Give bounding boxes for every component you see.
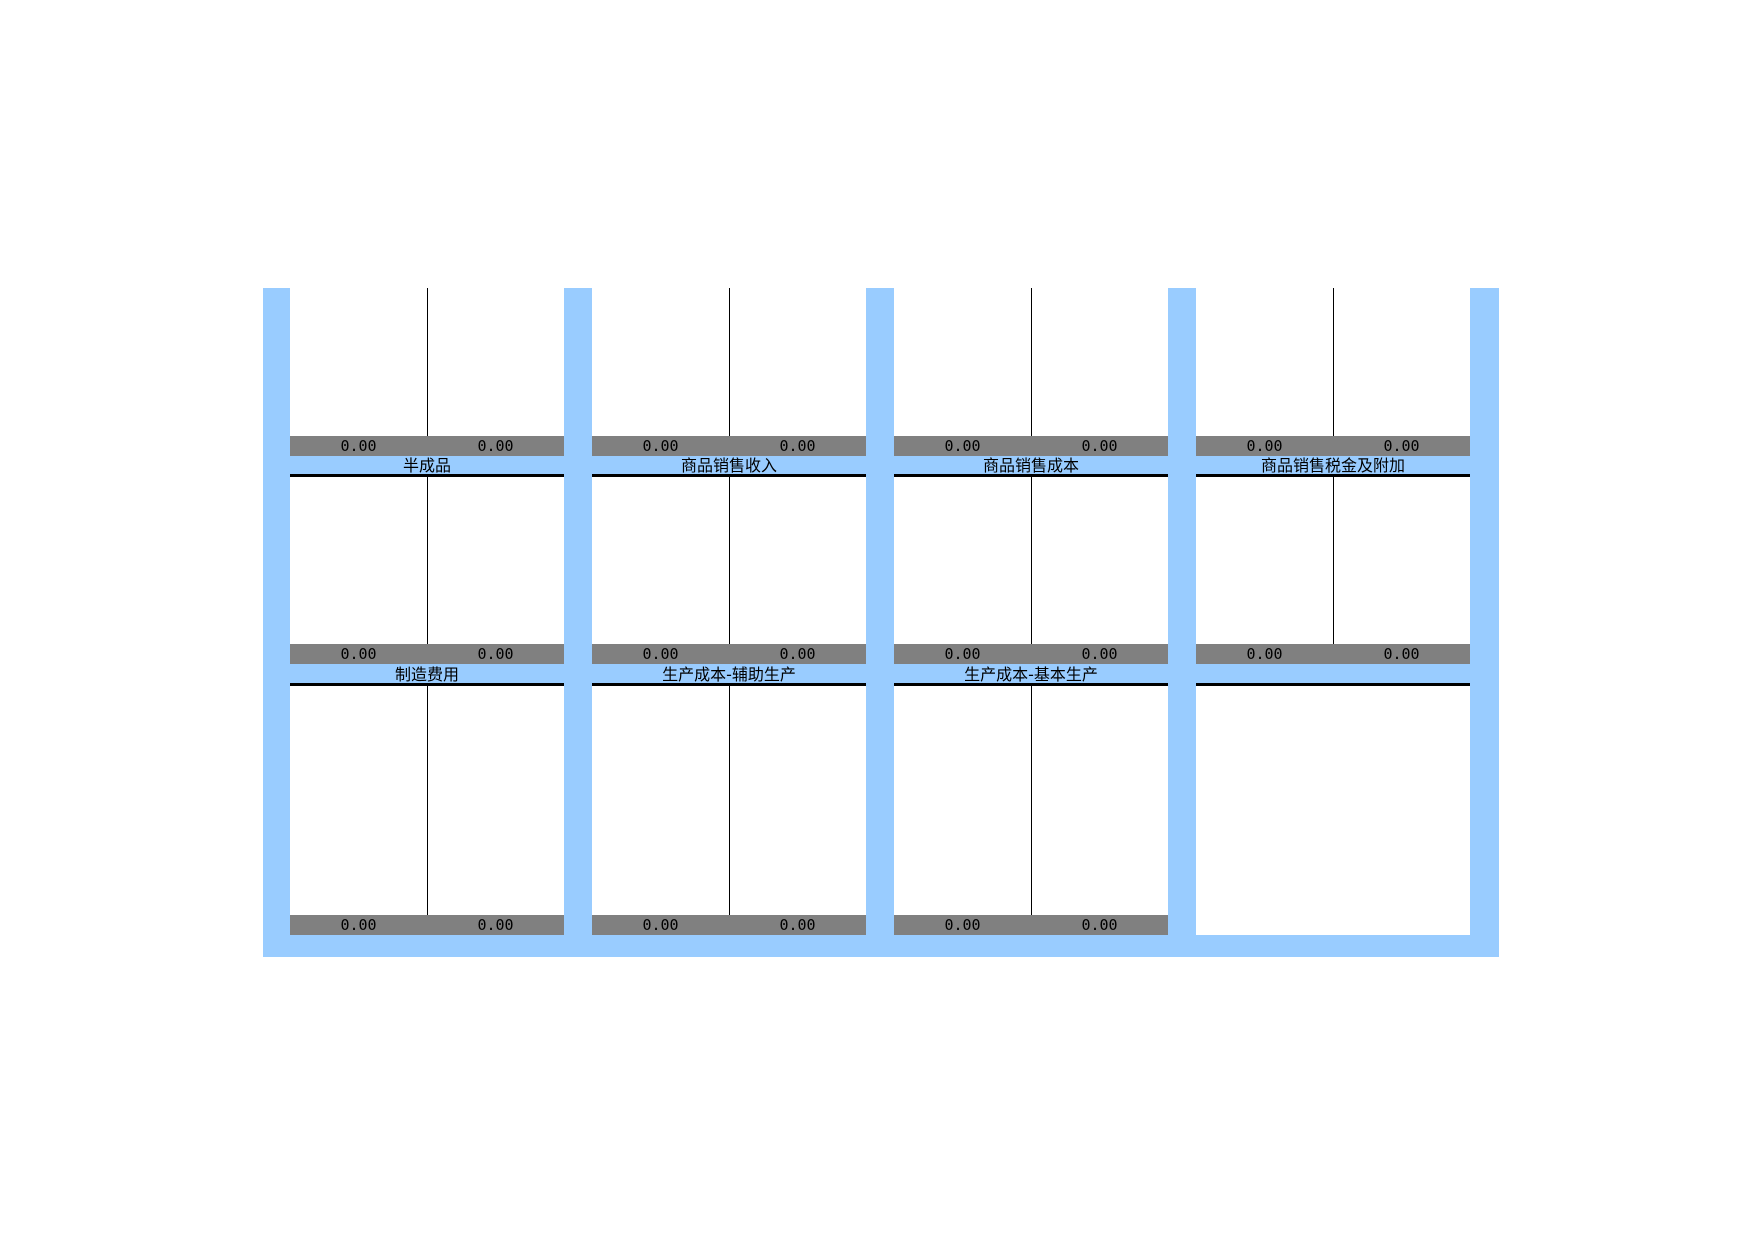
credit-total: 0.00 [1081, 916, 1118, 934]
debit-total: 0.00 [642, 916, 679, 934]
credit-total: 0.00 [779, 916, 816, 934]
account-title: 商品销售收入 [680, 456, 777, 475]
debit-total: 0.00 [1246, 437, 1283, 455]
total-bar: 0.00 0.00 [290, 436, 564, 456]
account-title-rule [290, 683, 564, 686]
credit-total: 0.00 [1383, 437, 1420, 455]
debit-total: 0.00 [642, 437, 679, 455]
total-bar: 0.00 0.00 [592, 915, 866, 935]
debit-total: 0.00 [340, 645, 377, 663]
total-bar: 0.00 0.00 [290, 915, 564, 935]
debit-total: 0.00 [944, 645, 981, 663]
credit-total: 0.00 [1383, 645, 1420, 663]
t-account-divider [427, 288, 428, 456]
debit-total: 0.00 [944, 916, 981, 934]
t-account-divider [1333, 288, 1334, 456]
account-title: 半成品 [402, 456, 451, 475]
total-bar: 0.00 0.00 [1196, 436, 1470, 456]
account-title-rule [592, 474, 866, 477]
t-account-12 [1196, 686, 1470, 935]
t-account-divider [1031, 288, 1032, 456]
credit-total: 0.00 [1081, 437, 1118, 455]
t-account-divider [1333, 477, 1334, 664]
t-account-divider [1031, 686, 1032, 935]
debit-total: 0.00 [340, 916, 377, 934]
total-bar: 0.00 0.00 [290, 644, 564, 664]
account-title: 生产成本-基本生产 [964, 665, 1098, 684]
account-title-rule [592, 683, 866, 686]
total-bar: 0.00 0.00 [592, 436, 866, 456]
account-title-rule [290, 474, 564, 477]
account-title-rule [894, 474, 1168, 477]
account-title-rule [894, 683, 1168, 686]
account-title-rule [1196, 683, 1470, 686]
account-title-rule [1196, 474, 1470, 477]
debit-total: 0.00 [1246, 645, 1283, 663]
t-account-divider [427, 686, 428, 935]
credit-total: 0.00 [477, 645, 514, 663]
debit-total: 0.00 [642, 645, 679, 663]
account-title: 制造费用 [394, 665, 459, 684]
debit-total: 0.00 [340, 437, 377, 455]
account-title: 商品销售成本 [982, 456, 1079, 475]
account-title: 生产成本-辅助生产 [662, 665, 796, 684]
credit-total: 0.00 [779, 437, 816, 455]
account-title: 商品销售税金及附加 [1260, 456, 1405, 475]
credit-total: 0.00 [477, 437, 514, 455]
t-account-divider [729, 477, 730, 664]
total-bar: 0.00 0.00 [1196, 644, 1470, 664]
total-bar: 0.00 0.00 [894, 436, 1168, 456]
debit-total: 0.00 [944, 437, 981, 455]
t-account-divider [729, 288, 730, 456]
total-bar: 0.00 0.00 [894, 915, 1168, 935]
t-account-divider [427, 477, 428, 664]
total-bar: 0.00 0.00 [894, 644, 1168, 664]
t-account-divider [1031, 477, 1032, 664]
credit-total: 0.00 [779, 645, 816, 663]
t-account-divider [729, 686, 730, 935]
total-bar: 0.00 0.00 [592, 644, 866, 664]
credit-total: 0.00 [477, 916, 514, 934]
credit-total: 0.00 [1081, 645, 1118, 663]
